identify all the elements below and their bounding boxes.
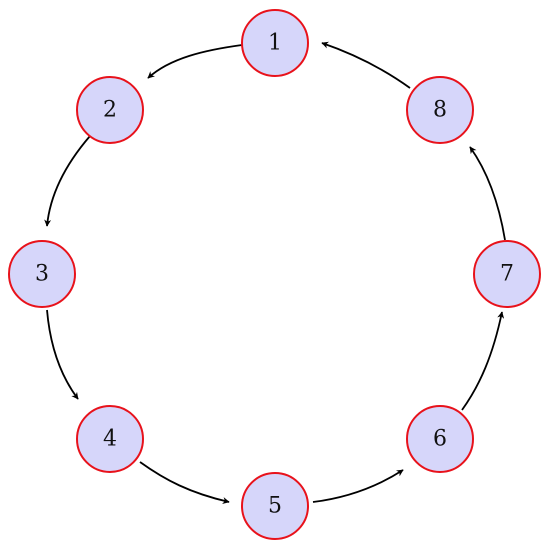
node-4-label: 4 [103,427,117,452]
node-7-label: 7 [500,262,514,287]
edge-6-to-7 [461,311,505,411]
nodes: 1 2 3 4 5 6 7 8 [8,9,541,540]
edge-3-to-4 [46,309,79,400]
edge-1-to-2 [147,44,243,79]
node-2: 2 [76,76,144,144]
node-5-label: 5 [268,494,282,519]
node-7: 7 [473,240,541,308]
edge-2-to-3 [44,135,91,227]
node-5: 5 [241,472,309,540]
node-8: 8 [406,76,474,144]
edge-5-to-6 [312,469,404,503]
edge-8-to-1 [321,41,411,89]
node-3-label: 3 [35,262,49,287]
node-3: 3 [8,240,76,308]
node-2-label: 2 [103,98,117,123]
edge-7-to-8 [469,146,506,241]
node-6-label: 6 [433,427,447,452]
node-6: 6 [406,405,474,473]
node-8-label: 8 [433,98,447,123]
edge-4-to-5 [139,461,230,504]
node-1: 1 [241,9,309,77]
node-4: 4 [76,405,144,473]
node-1-label: 1 [268,31,282,56]
edges [44,41,506,504]
